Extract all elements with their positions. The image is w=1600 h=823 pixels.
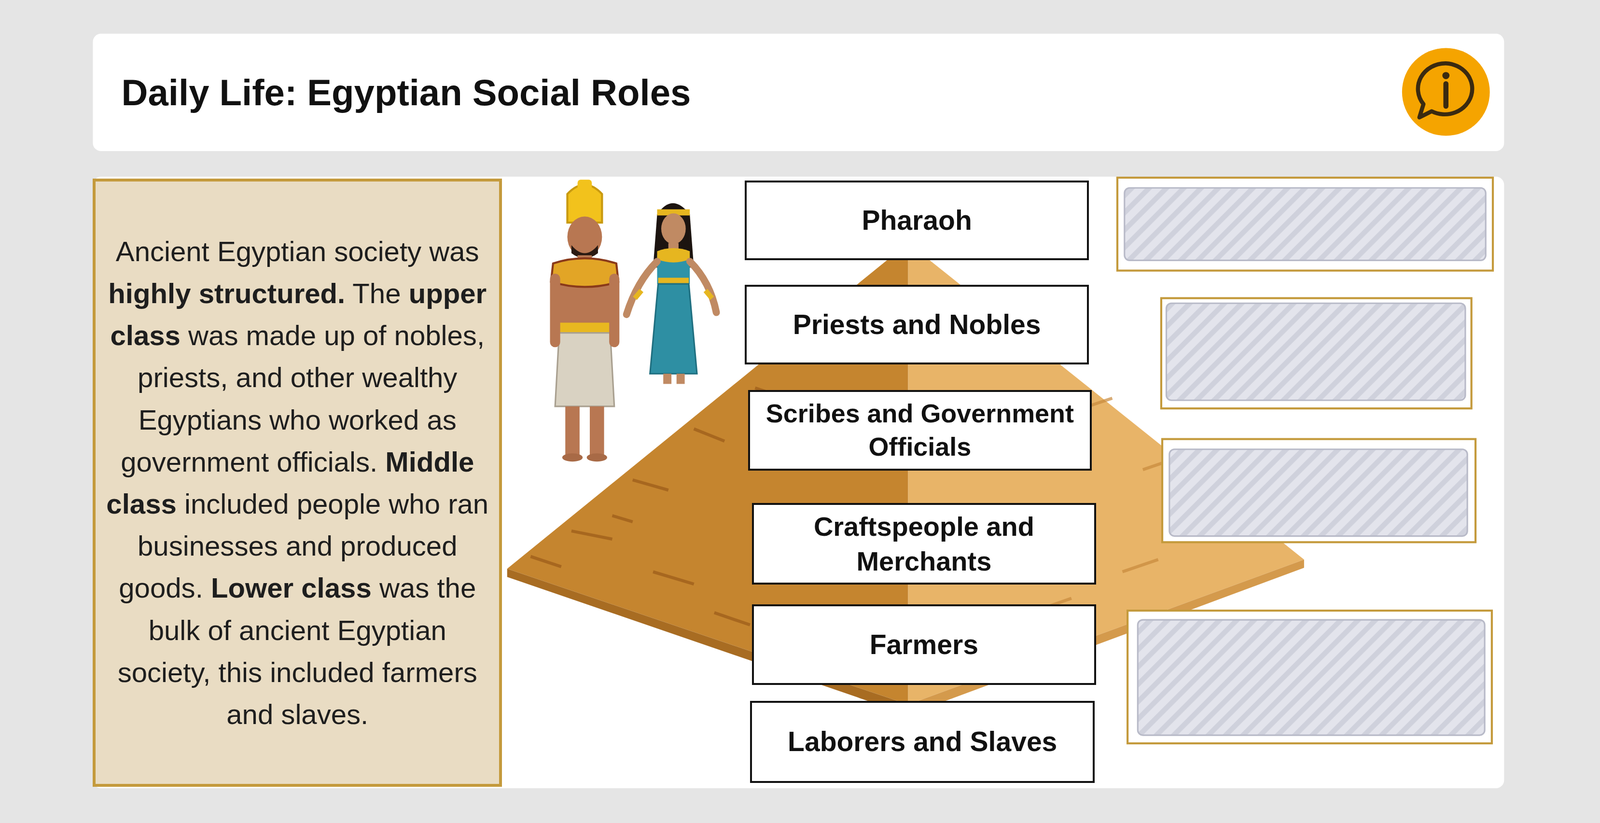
rank-label-group: Craftspeople and Merchants xyxy=(760,509,1087,579)
rank-label: Scribes and Government Officials xyxy=(756,396,1084,464)
rank-box: Priests and Nobles xyxy=(744,284,1089,365)
rank-label-group: Pharaoh xyxy=(861,202,972,238)
drop-zone xyxy=(1127,610,1492,744)
rank-box: Pharaoh xyxy=(744,180,1089,261)
description-text: Ancient Egyptian society was highly stru… xyxy=(104,230,491,736)
rank-label: Pharaoh xyxy=(861,202,972,238)
key-term: Lower class xyxy=(210,571,372,604)
key-term: highly structured. xyxy=(108,277,346,309)
drop-zone xyxy=(1117,177,1493,271)
rank-label-group: Laborers and Slaves xyxy=(787,723,1058,760)
info-icon xyxy=(1402,47,1490,136)
queen-figure xyxy=(626,203,717,384)
rank-label: Priests and Nobles xyxy=(793,306,1042,343)
rank-box: Laborers and Slaves xyxy=(750,700,1096,783)
rank-label: Laborers and Slaves xyxy=(787,723,1058,760)
rank-label-group: Priests and Nobles xyxy=(793,306,1042,343)
pharaoh-figure xyxy=(550,179,620,462)
description-run: The xyxy=(352,277,401,309)
rank-box: Craftspeople and Merchants xyxy=(751,502,1096,585)
rank-label-group: Scribes and Government Officials xyxy=(756,396,1084,464)
rank-label-group: Farmers xyxy=(869,626,979,663)
rank-box: Scribes and Government Officials xyxy=(748,389,1092,471)
rank-label: Craftspeople and Merchants xyxy=(760,509,1087,579)
description-run: Ancient Egyptian society was xyxy=(115,235,480,267)
title-card xyxy=(92,33,1504,152)
drop-zone xyxy=(1161,298,1472,409)
rank-label: Farmers xyxy=(869,626,979,663)
drop-zone xyxy=(1162,439,1476,543)
rank-box: Farmers xyxy=(751,604,1096,685)
page-title: Daily Life: Egyptian Social Roles xyxy=(121,33,692,152)
main-panel xyxy=(92,176,1504,789)
info-panel: Ancient Egyptian society was highly stru… xyxy=(92,178,502,787)
